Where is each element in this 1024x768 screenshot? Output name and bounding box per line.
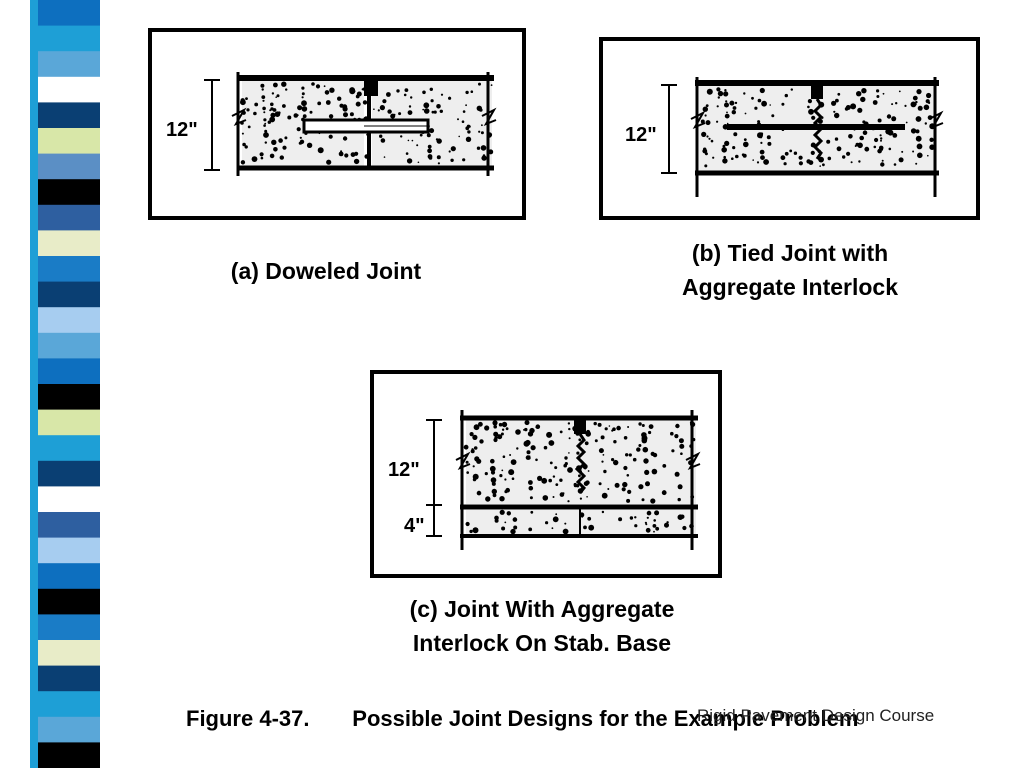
caption-tied-joint: (b) Tied Joint with Aggregate Interlock xyxy=(620,236,960,304)
sidebar-stripe xyxy=(38,0,100,27)
sidebar-stripe xyxy=(38,76,100,104)
sidebar-stripe xyxy=(30,256,100,283)
sidebar-stripe xyxy=(30,179,100,206)
joint-seal xyxy=(574,418,587,536)
sidebar-stripe xyxy=(38,614,100,641)
thickness-label: 12" xyxy=(166,119,198,141)
caption-doweled-joint: (a) Doweled Joint xyxy=(176,254,476,288)
sidebar-stripe xyxy=(38,307,100,334)
caption-line: (a) Doweled Joint xyxy=(230,258,422,284)
caption-line: (b) Tied Joint with xyxy=(691,240,889,266)
caption-line: Interlock On Stab. Base xyxy=(412,630,672,656)
sidebar-stripe xyxy=(30,588,100,616)
aggregate-speckle xyxy=(463,420,696,504)
caption-line: Aggregate Interlock xyxy=(682,274,898,300)
tied-joint-diagram: 12" xyxy=(599,37,980,220)
sidebar-stripe xyxy=(30,563,100,590)
sidebar-stripe xyxy=(30,102,100,129)
sidebar-stripe xyxy=(38,153,100,181)
sidebar-stripe xyxy=(30,512,100,539)
thickness-dimension xyxy=(426,419,442,537)
sidebar-stripe xyxy=(38,230,100,257)
sidebar-stripe xyxy=(30,281,100,309)
stabilized-base-joint-drawing: 12" 4" xyxy=(388,410,701,550)
sidebar-stripe xyxy=(30,435,100,462)
sidebar-stripe xyxy=(30,665,100,693)
doweled-joint-diagram: 12" xyxy=(148,28,526,220)
sidebar-stripe xyxy=(30,640,100,667)
figure-caption: Figure 4-37. Possible Joint Designs for … xyxy=(186,706,859,731)
caption-stabilized-base-joint: (c) Joint With Aggregate Interlock On St… xyxy=(350,592,734,660)
stabilized-base-joint-diagram: 12" 4" xyxy=(370,370,722,578)
sidebar-stripe xyxy=(30,204,100,232)
thickness-dimension xyxy=(661,84,677,174)
base-thickness-label: 4" xyxy=(404,515,425,537)
decorative-stripe-sidebar xyxy=(30,0,100,768)
sidebar-stripe xyxy=(30,25,100,53)
sidebar-stripe xyxy=(30,128,100,155)
tied-joint-drawing: 12" xyxy=(625,77,944,197)
sidebar-stripe xyxy=(30,742,100,768)
slab-thickness-label: 12" xyxy=(388,459,420,481)
sidebar-stripe xyxy=(30,332,100,360)
thickness-label: 12" xyxy=(625,124,657,146)
doweled-joint-drawing: 12" xyxy=(166,72,497,176)
sidebar-stripe xyxy=(30,409,100,437)
caption-line: (c) Joint With Aggregate xyxy=(409,596,675,622)
sidebar-stripe xyxy=(38,460,100,488)
sidebar-stripe xyxy=(30,486,100,513)
sidebar-stripe xyxy=(30,358,100,385)
footer-course-title: Rigid Pavement Design Course xyxy=(697,706,935,725)
sidebar-stripe xyxy=(30,716,100,744)
sidebar-stripe xyxy=(38,691,100,718)
sidebar-stripe xyxy=(30,51,100,78)
base-speckle xyxy=(465,509,694,535)
thickness-dimension xyxy=(204,79,220,171)
sidebar-stripe xyxy=(38,537,100,565)
sidebar-stripe xyxy=(38,384,100,411)
sidebar-edge xyxy=(30,0,38,768)
